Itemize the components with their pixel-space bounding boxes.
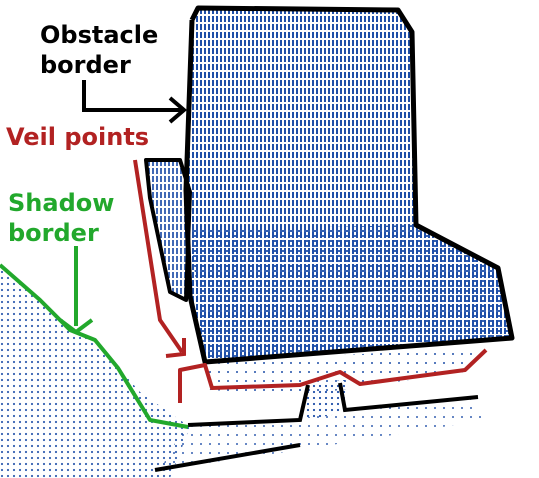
- obstacle-border-label-line1: Obstacle: [40, 21, 159, 49]
- shadow-border-label-line2: border: [8, 219, 99, 247]
- obstacle-border-label: Obstacle border: [40, 20, 158, 80]
- obstacle-arrow-head: [168, 96, 188, 124]
- shadow-border-label-line1: Shadow: [8, 189, 115, 217]
- pedestal-points: [305, 380, 348, 420]
- floor-border-line-3: [154, 443, 301, 472]
- veil-arrow-line: [133, 159, 184, 354]
- veil-points-label: Veil points: [6, 122, 149, 152]
- floor-points: [160, 398, 485, 470]
- obstacle-border-label-line2: border: [40, 51, 131, 79]
- shadow-border-label: Shadow border: [8, 188, 114, 248]
- obstacle-arrow-line: [82, 80, 182, 112]
- seat-points: [190, 225, 510, 362]
- veil-boundary-line: [178, 348, 488, 403]
- floor-border-line-1: [187, 384, 310, 427]
- veil-points-label-text: Veil points: [6, 123, 150, 151]
- ground-points: [0, 268, 190, 478]
- armrest-border-line: [144, 158, 192, 302]
- armrest-points: [146, 160, 188, 300]
- shadow-border-line: [0, 263, 189, 429]
- veil-arrow-head: [165, 338, 186, 358]
- floor-border-line-2: [338, 382, 479, 413]
- shadow-arrow-head: [58, 318, 94, 335]
